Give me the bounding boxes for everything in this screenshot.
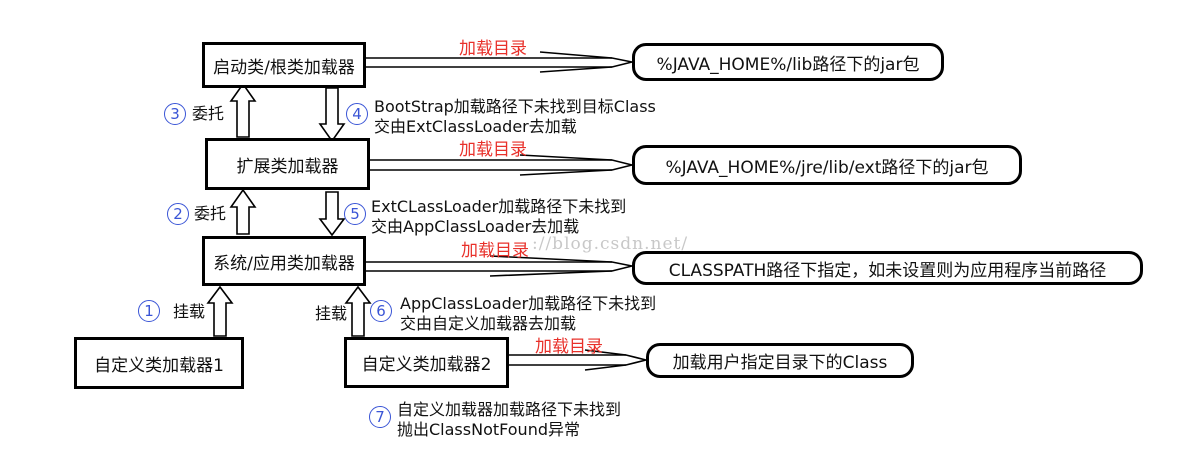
ext-loader-box: 扩展类加载器	[205, 138, 370, 190]
arrow-ext-to-extlib	[368, 159, 633, 171]
arrow-delegate-app-to-ext	[229, 188, 257, 235]
step-3-label: 委托	[192, 104, 225, 123]
step-7-line1: 自定义加载器加载路径下未找到	[397, 400, 622, 419]
app-loader-box: 系统/应用类加载器	[202, 236, 366, 286]
step-6-line1: AppClassLoader加载路径下未找到	[400, 294, 657, 313]
arrow-mount-custom1-to-app	[206, 285, 234, 337]
custom-loader-1-box: 自定义类加载器1	[74, 337, 244, 389]
step-2-label: 委托	[194, 204, 227, 223]
watermark: ://blog.csdn.net/	[532, 234, 689, 254]
step-5-line1: ExtCLassLoader加载路径下未找到	[371, 197, 627, 216]
custom-loader-2-box: 自定义类加载器2	[344, 337, 509, 388]
step-1-number: 1	[138, 300, 160, 322]
step-3-number: 3	[164, 103, 186, 125]
load-dir-label-3: 加载目录	[461, 241, 529, 261]
step-7-line2: 抛出ClassNotFound异常	[397, 420, 580, 439]
step-6-number: 6	[370, 300, 392, 322]
step-4-line2: 交由ExtClassLoader去加载	[374, 117, 577, 136]
step-6-line2: 交由自定义加载器去加载	[400, 314, 577, 333]
ext-target-box: %JAVA_HOME%/jre/lib/ext路径下的jar包	[632, 145, 1022, 185]
arrow-delegate-ext-to-bootstrap	[229, 82, 257, 138]
arrow-bootstrap-to-lib	[365, 57, 633, 68]
step-4-number: 4	[346, 103, 368, 125]
app-target-box: CLASSPATH路径下指定，如未设置则为应用程序当前路径	[632, 251, 1143, 285]
step-5-line2: 交由AppClassLoader去加载	[371, 217, 580, 236]
step-5-number: 5	[344, 203, 366, 225]
arrow-mount-custom2-to-app	[344, 285, 372, 337]
arrow-fallback-bootstrap-to-ext	[318, 87, 346, 143]
custom2-target-box: 加载用户指定目录下的Class	[646, 343, 914, 378]
arrow-fallback-ext-to-app	[318, 191, 346, 237]
step-4-line1: BootStrap加载路径下未找到目标Class	[374, 97, 656, 116]
step-1-label: 挂载	[173, 302, 206, 321]
bootstrap-target-box: %JAVA_HOME%/lib路径下的jar包	[632, 43, 944, 81]
load-dir-label-1: 加载目录	[459, 39, 527, 59]
step-2-number: 2	[167, 203, 189, 225]
bootstrap-loader-box: 启动类/根类加载器	[202, 42, 366, 88]
step-7-number: 7	[369, 406, 391, 428]
mount-2-label: 挂载	[315, 304, 348, 323]
load-dir-label-4: 加载目录	[535, 337, 603, 357]
load-dir-label-2: 加载目录	[459, 140, 527, 160]
arrow-app-to-classpath	[365, 261, 633, 272]
